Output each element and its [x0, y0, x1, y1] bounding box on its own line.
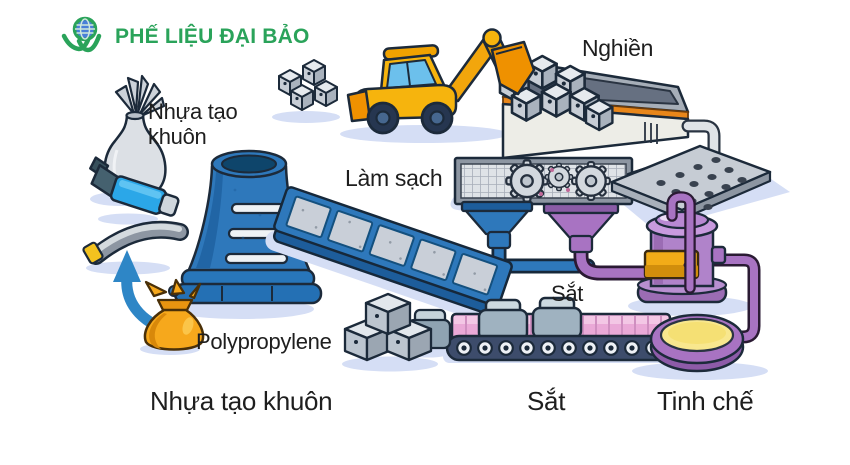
ingot-stack	[343, 292, 433, 362]
label-polypropylene: Polypropylene	[196, 329, 332, 354]
wash-tray	[265, 186, 513, 327]
iron-pipe-right	[705, 253, 761, 344]
scrap-bottle	[89, 156, 180, 217]
shredder-screen	[453, 156, 634, 206]
iron-pipe-left	[573, 232, 656, 281]
label-stage-iron: Sắt	[527, 386, 566, 416]
label-stage-molding: Nhựa tạo khuôn	[150, 386, 333, 416]
label-cleaning: Làm sạch	[345, 165, 443, 191]
refined-disc	[649, 313, 745, 373]
plastic-funnel	[460, 200, 534, 250]
pin-globe-icon	[61, 16, 102, 53]
gear-icon	[544, 162, 574, 192]
label-stage-refining: Tinh chế	[657, 386, 754, 416]
pellet-bag	[143, 278, 205, 351]
iron-ingot	[477, 296, 583, 342]
label-plastic-input: Nhựa tạo khuôn	[148, 99, 238, 149]
brand-name: PHẾ LIỆU ĐẠI BẢO	[115, 25, 310, 48]
wheel-loader	[346, 28, 536, 135]
refining-tank	[636, 191, 728, 304]
scrap-cube-pile	[278, 59, 338, 111]
label-iron-upper: Sắt	[551, 281, 584, 306]
iron-conveyor	[445, 296, 677, 362]
gear-icon	[570, 160, 612, 202]
scrap-bumper	[82, 220, 189, 265]
iron-funnel	[542, 202, 620, 254]
label-crushing: Nghiền	[582, 35, 654, 61]
brand-logo: PHẾ LIỆU ĐẠI BẢO	[58, 14, 310, 60]
